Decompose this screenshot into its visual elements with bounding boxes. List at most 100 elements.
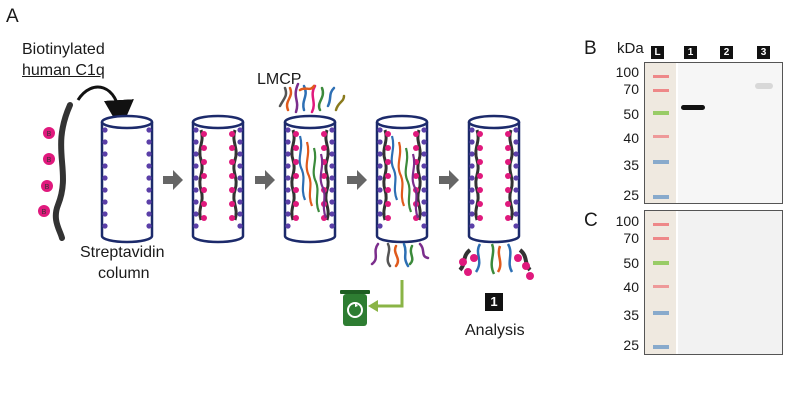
biotin-bead — [321, 145, 327, 151]
ladder-band — [653, 89, 669, 92]
ladder-band — [653, 237, 669, 240]
step-arrow-icon — [255, 170, 275, 190]
streptavidin-dot — [285, 139, 291, 145]
lmcp-peptide — [319, 153, 328, 219]
streptavidin-dot — [377, 223, 383, 229]
biotin-bead — [385, 187, 391, 193]
biotin-bead — [505, 145, 511, 151]
ladder-band — [653, 195, 669, 199]
biotin-bead — [229, 145, 235, 151]
ladder-band — [653, 311, 669, 315]
blot-b — [644, 62, 783, 204]
ladder-band — [653, 75, 669, 78]
biotin-bead — [477, 159, 483, 165]
bound-c1q — [232, 129, 238, 221]
streptavidin-dot — [469, 187, 475, 193]
ladder-band — [653, 111, 669, 115]
streptavidin-dot — [469, 163, 475, 169]
lmcp-peptides — [278, 82, 346, 114]
streptavidin-dot — [193, 199, 199, 205]
streptavidin-dot — [102, 223, 108, 229]
c1q-strand: B B B B — [38, 102, 73, 241]
streptavidin-dot — [146, 139, 152, 145]
streptavidin-dot — [421, 127, 427, 133]
streptavidin-dot — [237, 163, 243, 169]
streptavidin-dot — [421, 163, 427, 169]
bound-c1q — [198, 129, 204, 221]
streptavidin-dot — [513, 175, 519, 181]
analysis-label: Analysis — [465, 322, 525, 339]
streptavidin-dot — [193, 163, 199, 169]
biotin-bead — [293, 201, 299, 207]
streptavidin-dot — [329, 151, 335, 157]
bound-c1q — [382, 129, 388, 221]
streptavidin-dot — [377, 211, 383, 217]
streptavidin-dot — [421, 139, 427, 145]
mw-50: 50 — [623, 106, 639, 122]
mw-40: 40 — [623, 130, 639, 146]
streptavidin-dot — [102, 139, 108, 145]
biotin-bead — [505, 131, 511, 137]
mw-70: 70 — [623, 230, 639, 246]
biotin-bead — [321, 173, 327, 179]
biotin-bead — [413, 173, 419, 179]
ladder-band — [653, 261, 669, 265]
streptavidin-dot — [146, 151, 152, 157]
streptavidin-dot — [329, 187, 335, 193]
biotin-bead — [229, 131, 235, 137]
lane-divider — [676, 63, 678, 203]
streptavidin-dot — [469, 127, 475, 133]
streptavidin-dot — [421, 175, 427, 181]
step-arrow-icon — [439, 170, 459, 190]
streptavidin-dot — [469, 139, 475, 145]
streptavidin-dot — [285, 199, 291, 205]
lane-label-3: 3 — [757, 46, 770, 59]
biotin-bead — [477, 145, 483, 151]
biotin-bead — [229, 215, 235, 221]
eluted-complexes — [458, 243, 534, 280]
streptavidin-dot — [329, 163, 335, 169]
kda-unit-label: kDa — [617, 40, 644, 57]
biotin-bead — [477, 201, 483, 207]
streptavidin-dot — [237, 151, 243, 157]
ladder-lane — [645, 63, 676, 203]
streptavidin-dot — [146, 223, 152, 229]
step-arrow-icon — [347, 170, 367, 190]
mw-100: 100 — [615, 64, 639, 80]
streptavidin-dot — [102, 151, 108, 157]
waste-flow-arrow — [374, 280, 404, 308]
mw-50: 50 — [623, 255, 639, 271]
biotin-bead — [477, 173, 483, 179]
panel-b-letter: B — [584, 38, 597, 59]
streptavidin-column — [191, 114, 245, 244]
streptavidin-dot — [102, 175, 108, 181]
lmcp-peptide — [397, 141, 406, 207]
streptavidin-dot — [513, 223, 519, 229]
panel-c-letter: C — [584, 210, 598, 231]
streptavidin-dot — [329, 175, 335, 181]
streptavidin-column — [100, 114, 154, 244]
column-label: column — [98, 265, 150, 282]
streptavidin-dot — [285, 223, 291, 229]
streptavidin-column — [375, 114, 429, 244]
streptavidin-dot — [377, 199, 383, 205]
biotin-bead — [477, 215, 483, 221]
streptavidin-dot — [421, 211, 427, 217]
biotin-bead — [293, 215, 299, 221]
streptavidin-dot — [329, 211, 335, 217]
lmcp-peptide — [298, 135, 307, 201]
streptavidin-dot — [102, 211, 108, 217]
biotin-bead: B — [43, 153, 55, 165]
streptavidin-dot — [193, 223, 199, 229]
recycle-bin-icon — [340, 290, 370, 326]
streptavidin-dot — [102, 163, 108, 169]
streptavidin-dot — [193, 211, 199, 217]
streptavidin-dot — [469, 175, 475, 181]
streptavidin-dot — [285, 211, 291, 217]
streptavidin-dot — [146, 127, 152, 133]
lmcp-label: LMCP — [257, 71, 302, 88]
biotin-bead — [201, 159, 207, 165]
biotin-bead — [201, 215, 207, 221]
streptavidin-column — [467, 114, 521, 244]
